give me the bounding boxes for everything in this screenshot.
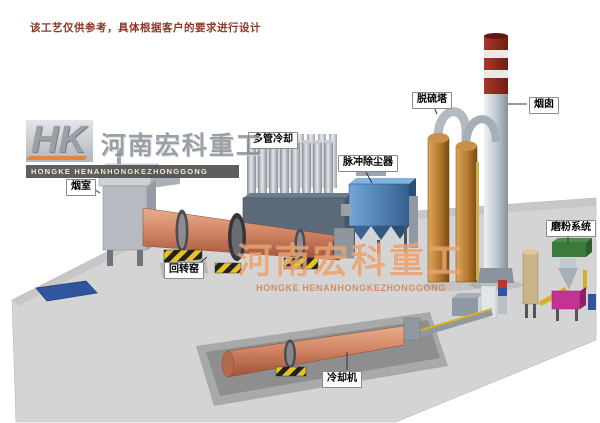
- company-logo: HK 河南宏科重工 HONGKE HENANHONGKEZHONGGONG: [26, 118, 263, 178]
- logo-company-name-cn: 河南宏科重工: [100, 132, 263, 160]
- label-smoke-chamber: 烟室: [66, 179, 96, 196]
- logo-swoosh-icon: [26, 156, 88, 160]
- label-pulse-dust-collector: 脉冲除尘器: [338, 155, 398, 172]
- cooling-machine: [221, 317, 421, 378]
- logo-company-name-en: HONGKE HENANHONGKEZHONGGONG: [26, 165, 239, 178]
- multi-tube-cooler: [242, 134, 352, 248]
- label-chimney: 烟囱: [529, 97, 559, 114]
- disclaimer-text: 该工艺仅供参考，具体根据客户的要求进行设计: [30, 22, 261, 34]
- pulse-dust-collector: [341, 170, 418, 254]
- logo-row: HK 河南宏科重工: [26, 118, 263, 162]
- logo-monogram: HK: [26, 120, 93, 162]
- grinding-system: [522, 238, 596, 321]
- blue-pad: [35, 280, 98, 302]
- auxiliary-equipment: [452, 280, 507, 319]
- label-multi-tube-cooler: 多管冷却: [248, 132, 298, 149]
- kiln-head-hood: [333, 227, 355, 259]
- label-desulfurization-tower: 脱硫塔: [412, 92, 452, 109]
- label-rotary-kiln: 回转窑: [164, 262, 204, 279]
- label-grinding-system: 磨粉系统: [546, 220, 596, 237]
- desulfurization-towers: [427, 107, 500, 283]
- label-cooling-machine: 冷却机: [322, 371, 362, 388]
- conveyor: [413, 308, 494, 339]
- ladder: [476, 162, 479, 280]
